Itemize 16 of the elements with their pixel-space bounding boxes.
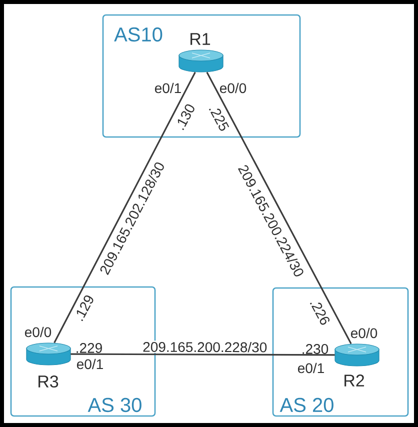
link-line: [206, 72, 352, 344]
router-label: R2: [344, 374, 364, 386]
interface-label: e0/0: [220, 82, 246, 94]
host-address-label: .229: [76, 343, 102, 353]
host-address-label: .225: [208, 108, 230, 131]
host-address-label: .230: [302, 344, 328, 354]
interface-label: e0/1: [76, 358, 103, 370]
router-label: R3: [38, 375, 58, 388]
interface-label: e0/1: [298, 362, 324, 374]
interface-label: e0/0: [24, 326, 52, 338]
link-line: [70, 353, 335, 356]
host-address-label: .130: [178, 104, 194, 130]
router-label: R1: [190, 33, 210, 45]
subnet-label: 209.165.200.228/30: [142, 340, 268, 354]
link-line: [54, 72, 196, 344]
interface-label: e0/0: [350, 328, 378, 338]
